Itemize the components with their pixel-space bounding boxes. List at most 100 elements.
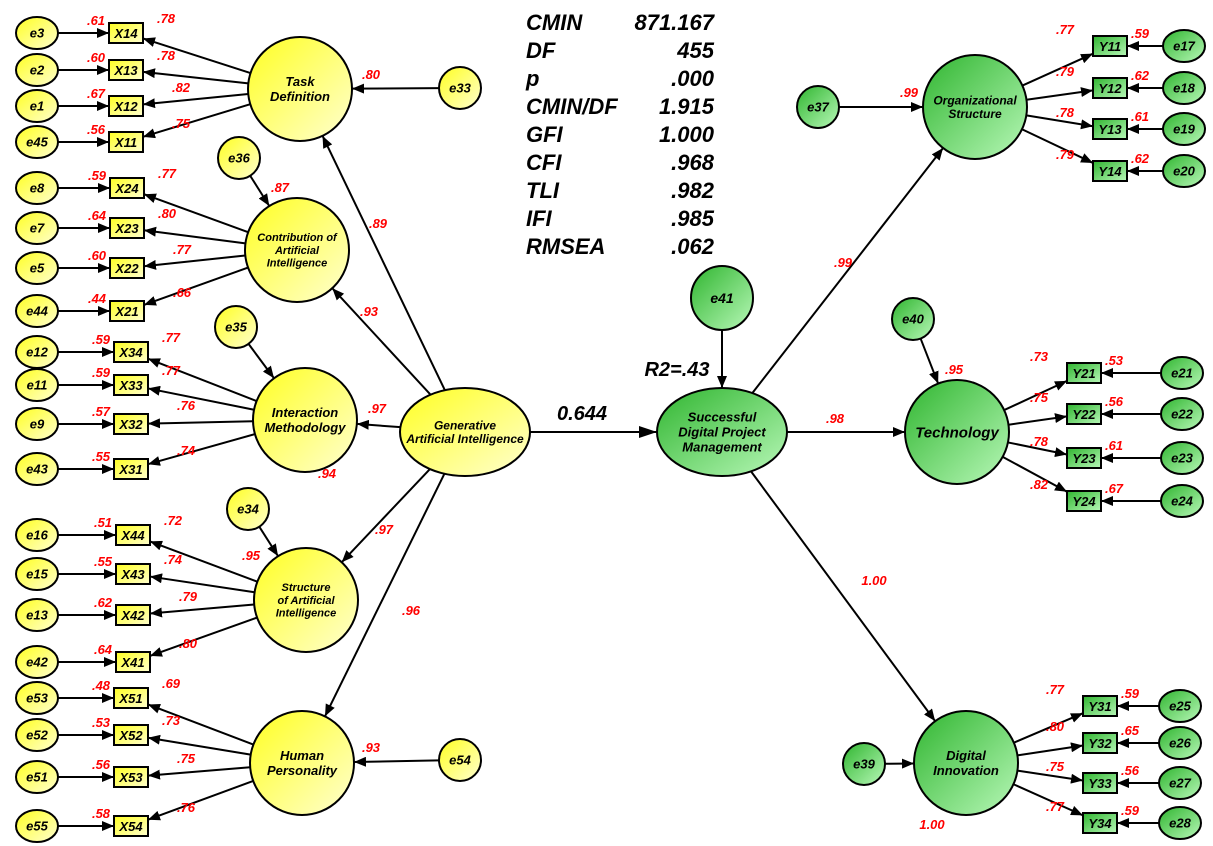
indicator-Y21: [1066, 362, 1102, 384]
fit-name-p: p: [525, 66, 539, 91]
structural-coefficient: 0.644: [557, 403, 607, 425]
r2-X52: .53: [92, 715, 111, 730]
indicator-X43: [115, 563, 151, 585]
indicator-Y12-label: Y12: [1098, 81, 1122, 96]
residual-e37: [796, 85, 840, 129]
error-e26: [1158, 726, 1202, 760]
error-e27: [1158, 766, 1202, 800]
loading-X22: .77: [173, 242, 192, 257]
loading-X33: .77: [162, 363, 181, 378]
factor-generative-ai-label: Artificial Intelligence: [405, 432, 524, 446]
r2-Y33: .56: [1121, 763, 1140, 778]
loading-gai-human: .96: [402, 603, 421, 618]
indicator-X34: [113, 341, 149, 363]
loading-arrow-X51: [147, 703, 254, 746]
error-e17-label: e17: [1173, 39, 1195, 54]
error-e7-label: e7: [30, 221, 45, 236]
error-e43: [15, 452, 59, 486]
indicator-X41-label: X41: [120, 655, 144, 670]
fit-value-tli: .982: [671, 178, 715, 203]
error-e24: [1160, 484, 1204, 518]
loading-arrow-Y31: [1013, 712, 1084, 744]
loading-X24: .77: [158, 166, 177, 181]
factor-contribution-of-ai-label: Artificial: [274, 245, 320, 257]
indicator-X24: [109, 177, 145, 199]
residual-e41-label: e41: [710, 290, 734, 306]
loading-arrow-X54: [147, 780, 254, 821]
loading-gai-structure: .97: [375, 522, 394, 537]
r2-X33: .59: [92, 365, 111, 380]
fit-name-ifi: IFI: [526, 206, 553, 231]
loading-X11: .75: [172, 116, 191, 131]
error-e22: [1160, 397, 1204, 431]
indicator-X33: [113, 374, 149, 396]
loading-arrow-Y14: [1021, 128, 1094, 164]
error-e23: [1160, 441, 1204, 475]
indicator-X53: [113, 766, 149, 788]
factor-successful-digital-project-management-label: Successful: [688, 410, 757, 425]
r2-X34: .59: [92, 332, 111, 347]
indicator-Y14-label: Y14: [1098, 164, 1122, 179]
error-e20: [1162, 154, 1206, 188]
error-e13: [15, 598, 59, 632]
indicator-Y13: [1092, 118, 1128, 140]
fit-name-cmin: CMIN: [526, 10, 583, 35]
error-e15: [15, 557, 59, 591]
residual-coef-e37: .99: [900, 85, 919, 100]
residual-e33: [438, 66, 482, 110]
error-e8-label: e8: [30, 181, 45, 196]
loading-Y22: .75: [1030, 390, 1049, 405]
indicator-X24-label: X24: [114, 181, 139, 196]
error-e26-label: e26: [1169, 736, 1191, 751]
r2-X41: .64: [94, 642, 113, 657]
fit-name-tli: TLI: [526, 178, 560, 203]
error-e45: [15, 125, 59, 159]
residual-e35-label: e35: [225, 320, 247, 335]
indicator-Y11-label: Y11: [1099, 39, 1121, 54]
r2-X24: .59: [88, 168, 107, 183]
factor-technology: [904, 379, 1010, 485]
indicator-X52: [113, 724, 149, 746]
factor-interaction-methodology-label: Interaction: [272, 405, 339, 420]
error-e17: [1162, 29, 1206, 63]
loading-Y21: .73: [1030, 349, 1049, 364]
indicator-X54: [113, 815, 149, 837]
path-gai-task: [321, 135, 446, 391]
indicator-X32: [113, 413, 149, 435]
edges-layer: [58, 28, 1163, 831]
r2-X43: .55: [94, 554, 113, 569]
error-e25: [1158, 689, 1202, 723]
loading-arrow-Y24: [1002, 455, 1068, 493]
r2-Y21: .53: [1105, 353, 1124, 368]
error-e42: [15, 645, 59, 679]
indicator-X14-label: X14: [113, 26, 138, 41]
error-e51-label: e51: [26, 770, 48, 785]
r2-Y11: .59: [1131, 26, 1150, 41]
indicator-X22-label: X22: [114, 261, 139, 276]
indicator-X31: [113, 458, 149, 480]
loading-X31: .74: [177, 443, 196, 458]
loading-arrow-X24: [143, 193, 249, 234]
loading-arrow-X31: [147, 433, 256, 466]
error-e3-label: e3: [30, 26, 45, 41]
error-e9-label: e9: [30, 417, 45, 432]
fit-value-ifi: .985: [671, 206, 715, 231]
loading-arrow-Y23: [1007, 441, 1068, 458]
indicator-Y24: [1066, 490, 1102, 512]
error-e21-label: e21: [1171, 366, 1193, 381]
error-e5-label: e5: [30, 261, 45, 276]
r2-X32: .57: [92, 404, 111, 419]
error-e15-label: e15: [26, 567, 48, 582]
indicator-Y33: [1082, 772, 1118, 794]
residual-e36: [217, 136, 261, 180]
loading-arrow-X44: [149, 540, 258, 583]
indicator-Y22-label: Y22: [1072, 407, 1096, 422]
residual-arrow-e33: [351, 83, 440, 94]
error-e18-label: e18: [1173, 81, 1195, 96]
r2-X44: .51: [94, 515, 112, 530]
indicator-X22: [109, 257, 145, 279]
error-e51: [15, 760, 59, 794]
residual-e35: [214, 305, 258, 349]
fit-name-gfi: GFI: [526, 122, 564, 147]
